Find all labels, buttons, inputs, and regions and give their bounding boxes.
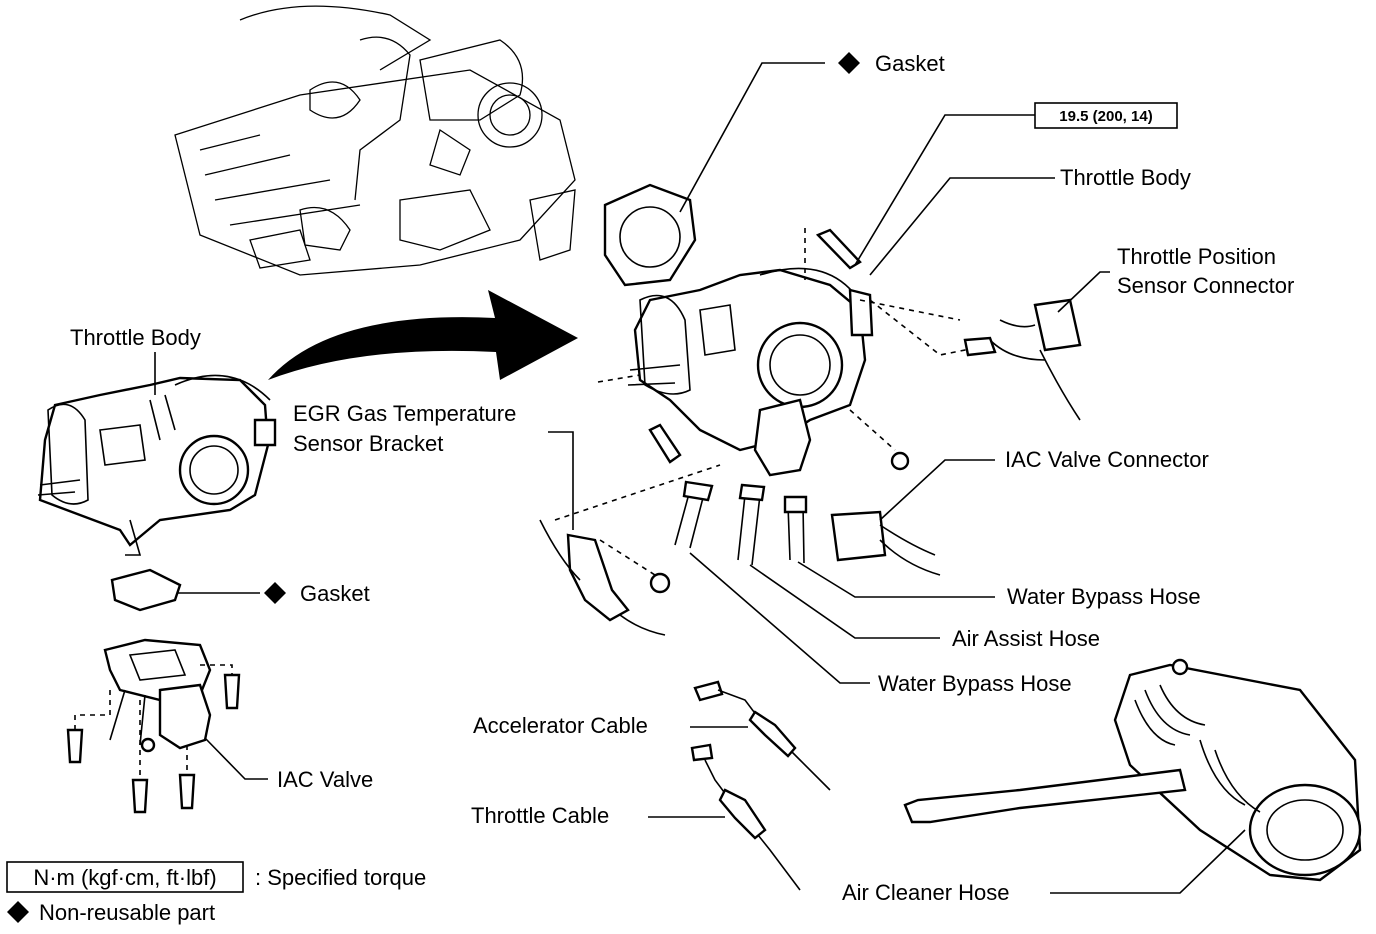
throttle-cable-drawing xyxy=(690,743,801,891)
tps-connector-drawing xyxy=(963,298,1082,421)
label-iac-valve: IAC Valve xyxy=(277,767,373,792)
hoses-drawing xyxy=(674,480,808,566)
label-water-bypass-hose-2: Water Bypass Hose xyxy=(878,671,1072,696)
legend-nonreusable-diamond xyxy=(7,901,29,923)
label-torque-value: 19.5 (200, 14) xyxy=(1059,108,1152,125)
label-gasket-left: Gasket xyxy=(300,581,370,606)
label-throttle-body-right: Throttle Body xyxy=(1060,165,1191,190)
labels: Gasket 19.5 (200, 14) Throttle Body Thro… xyxy=(70,51,1294,905)
throttle-body-right-drawing xyxy=(627,267,874,477)
direction-arrow xyxy=(268,290,578,380)
nut-right xyxy=(890,451,910,471)
iac-valve-drawing xyxy=(103,638,212,753)
label-water-bypass-hose-1: Water Bypass Hose xyxy=(1007,584,1201,609)
air-cleaner-hose-drawing xyxy=(903,658,1362,882)
label-iac-valve-connector: IAC Valve Connector xyxy=(1005,447,1209,472)
nonreusable-diamond-left xyxy=(264,582,286,604)
throttle-body-bolt-top xyxy=(815,228,862,270)
accelerator-cable-drawing xyxy=(693,680,831,791)
legend: N·m (kgf·cm, ft·lbf) : Specified torque … xyxy=(6,861,426,925)
nut-egr xyxy=(649,572,671,594)
throttle-body-left-drawing xyxy=(37,374,277,556)
gasket-left-drawing xyxy=(110,568,182,612)
throttle-body-bolt-left xyxy=(648,423,682,464)
torque-box xyxy=(1034,102,1178,129)
label-egr-bracket-line2: Sensor Bracket xyxy=(293,431,443,456)
iac-screws xyxy=(66,673,241,814)
label-accelerator-cable: Accelerator Cable xyxy=(473,713,648,738)
nonreusable-diamond-top xyxy=(838,52,860,74)
gasket-top-drawing xyxy=(603,183,697,287)
legend-nonreusable-desc: Non-reusable part xyxy=(39,900,215,925)
egr-bracket-drawing xyxy=(539,519,666,636)
label-air-assist-hose: Air Assist Hose xyxy=(952,626,1100,651)
legend-torque-box xyxy=(6,861,244,893)
label-air-cleaner-hose: Air Cleaner Hose xyxy=(842,880,1010,905)
legend-torque-desc: : Specified torque xyxy=(255,865,426,890)
leader-lines xyxy=(154,62,1246,894)
iac-connector-drawing xyxy=(830,510,941,576)
engine-drawing xyxy=(174,5,576,276)
label-tps-connector-line1: Throttle Position xyxy=(1117,244,1276,269)
label-throttle-cable: Throttle Cable xyxy=(471,803,609,828)
label-egr-bracket-line1: EGR Gas Temperature xyxy=(293,401,516,426)
label-gasket-top: Gasket xyxy=(875,51,945,76)
label-tps-connector-line2: Sensor Connector xyxy=(1117,273,1294,298)
label-throttle-body-left: Throttle Body xyxy=(70,325,201,350)
legend-torque-box-text: N·m (kgf·cm, ft·lbf) xyxy=(33,865,216,890)
